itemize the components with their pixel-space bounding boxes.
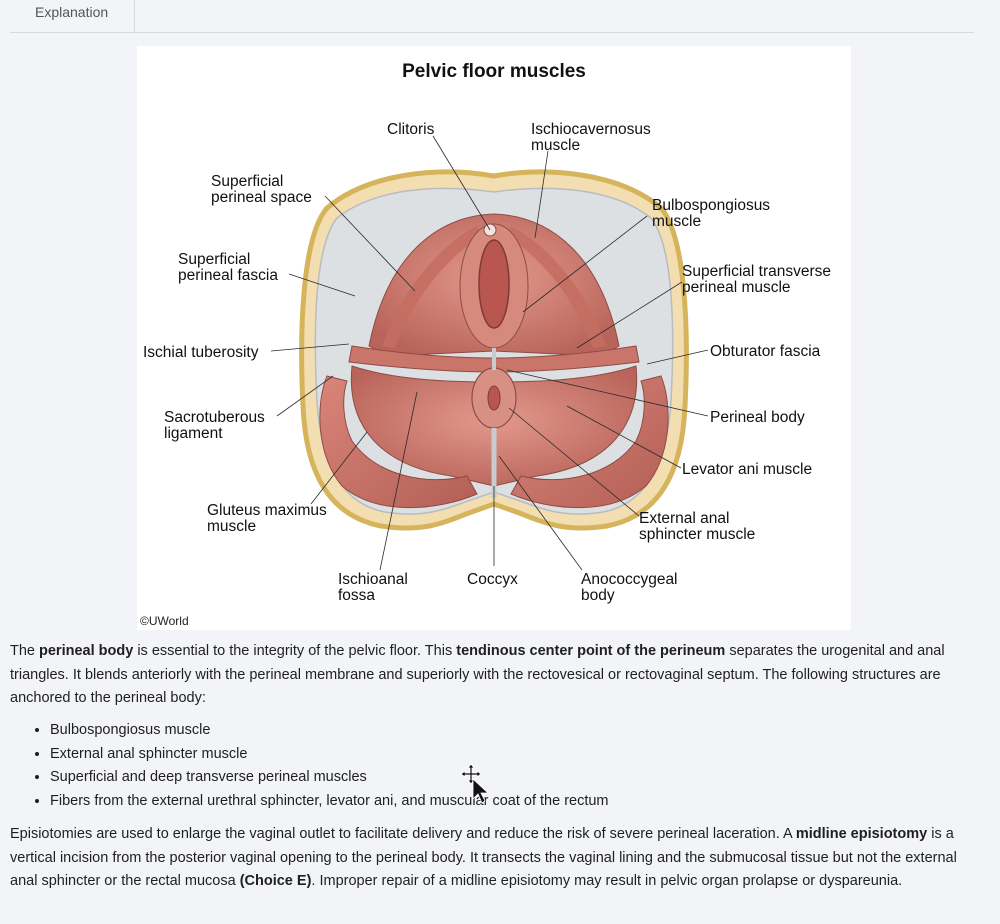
label-coccyx: Coccyx [467,571,518,588]
pelvic-floor-figure: Pelvic floor muscles [137,46,851,630]
gluteus-maximus-right [510,375,669,509]
p1-run: is essential to the integrity of the pel… [133,643,457,659]
label-obturator-fascia: Obturator fascia [710,343,821,360]
p1-run-bold: perineal body [39,643,134,659]
list-item: External anal sphincter muscle [50,743,609,767]
tab-explanation[interactable]: Explanation [10,0,135,32]
list-item: Fibers from the external urethral sphinc… [50,790,609,814]
copyright-notice: ©UWorld [140,614,189,628]
p2-run-bold: midline episiotomy [795,826,928,842]
figure-title: Pelvic floor muscles [402,61,586,82]
tab-bar: Explanation [10,0,974,33]
label-clitoris: Clitoris [387,121,435,138]
explanation-paragraph-1: The perineal body is essential to the in… [10,640,980,711]
list-item: Superficial and deep transverse perineal… [50,766,609,790]
p1-run-bold: tendinous center point of the perineum [456,643,726,659]
p2-run: is a vertical incision from the posterio… [10,826,957,889]
anchored-structures-list: Bulbospongiosus muscle External anal sph… [10,719,609,813]
leader-lines [270,135,709,571]
move-cursor-icon [460,763,490,804]
label-levator-ani: Levator ani muscle [682,461,812,478]
p2-run: . Improper repair of a midline episiotom… [311,873,903,889]
p1-run: The [10,643,40,659]
label-ischial-tuberosity: Ischial tuberosity [143,344,259,361]
explanation-paragraph-2: Episiotomies are used to enlarge the vag… [10,823,980,894]
p2-run: Episiotomies are used to enlarge the vag… [10,826,796,842]
label-perineal-body: Perineal body [710,409,805,426]
gluteus-maximus-left [319,375,478,509]
ischiocavernosus-muscle [382,226,606,348]
p1-run: separates the urogenital and anal triang… [10,643,945,706]
list-item: Bulbospongiosus muscle [50,719,609,743]
anatomy-illustration: Pelvic floor muscles [140,61,831,628]
anus [487,385,501,411]
vaginal-opening [478,239,510,329]
p2-run-bold: (Choice E) [239,873,312,889]
